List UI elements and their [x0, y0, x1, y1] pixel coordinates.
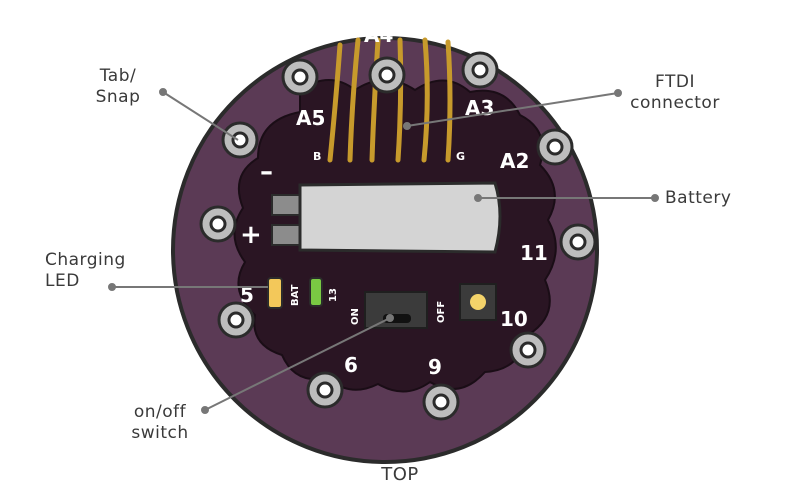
led-label-bat: BAT [290, 284, 301, 306]
callout-tab-snap: Tab/ Snap [78, 66, 158, 108]
pad-6 [306, 371, 344, 409]
pin-label-plus: + [240, 220, 262, 250]
header-label-g: G [456, 150, 465, 163]
callout-tab-snap-line1: Tab/ [99, 66, 137, 86]
charging-led [267, 277, 283, 309]
callout-charging-led-line1: Charging [45, 250, 126, 270]
battery [271, 181, 502, 254]
led-13 [309, 277, 323, 307]
pin-label-minus: – [260, 157, 273, 187]
pad-11 [559, 223, 597, 261]
header-labels: B G [313, 150, 465, 163]
callout-ftdi: FTDI connector [615, 72, 735, 114]
pads [199, 51, 597, 421]
pin-label-a2: A2 [500, 149, 529, 173]
switch-label-off: OFF [436, 301, 447, 323]
callout-lines [108, 88, 659, 414]
callout-line-tab-snap [162, 91, 239, 141]
pad-a4 [368, 56, 406, 94]
pin-label-a5: A5 [296, 106, 325, 130]
pad-10 [509, 331, 547, 369]
pin-label-9: 9 [428, 355, 442, 379]
pin-label-6: 6 [344, 353, 358, 377]
reset-button [459, 283, 497, 321]
header-pin-b [327, 42, 343, 163]
callout-switch-line1: on/off [133, 402, 187, 422]
header-pin [395, 37, 404, 163]
pad-plus [199, 205, 237, 243]
pad-9 [422, 383, 460, 421]
callout-ftdi-line2: connector [630, 93, 720, 113]
switch-label-on: ON [350, 308, 361, 325]
callout-switch-line2: switch [131, 423, 189, 443]
pin-label-5: 5 [240, 283, 254, 307]
pin-label-10: 10 [500, 307, 528, 331]
pad-a3 [461, 51, 499, 89]
callout-tab-snap-line2: Snap [95, 87, 141, 107]
callout-battery: Battery [665, 188, 732, 208]
callout-charging-led-line2: LED [45, 271, 80, 291]
pad-a5 [281, 58, 319, 96]
header-pin [421, 37, 430, 163]
on-off-switch [364, 291, 428, 329]
header-label-b: B [313, 150, 321, 163]
callout-ftdi-line1: FTDI [655, 72, 695, 92]
caption-top: TOP [381, 464, 419, 485]
callout-line-ftdi [406, 92, 619, 127]
header-pin [369, 37, 381, 163]
callout-charging-led: Charging LED [30, 250, 150, 292]
pin-label-a4: A4 [364, 23, 393, 47]
callout-switch: on/off switch [110, 402, 210, 444]
pad-a2 [536, 128, 574, 166]
ftdi-header [327, 37, 453, 163]
led-label-13: 13 [328, 288, 339, 302]
callout-line-switch [204, 317, 391, 411]
header-pin [347, 37, 361, 163]
pin-labels: A4 A5 A3 A2 – + 11 10 9 6 5 [240, 23, 548, 379]
pad-5 [217, 301, 255, 339]
header-pin-g [445, 39, 453, 163]
pin-label-11: 11 [520, 241, 548, 265]
pad-minus [221, 121, 259, 159]
